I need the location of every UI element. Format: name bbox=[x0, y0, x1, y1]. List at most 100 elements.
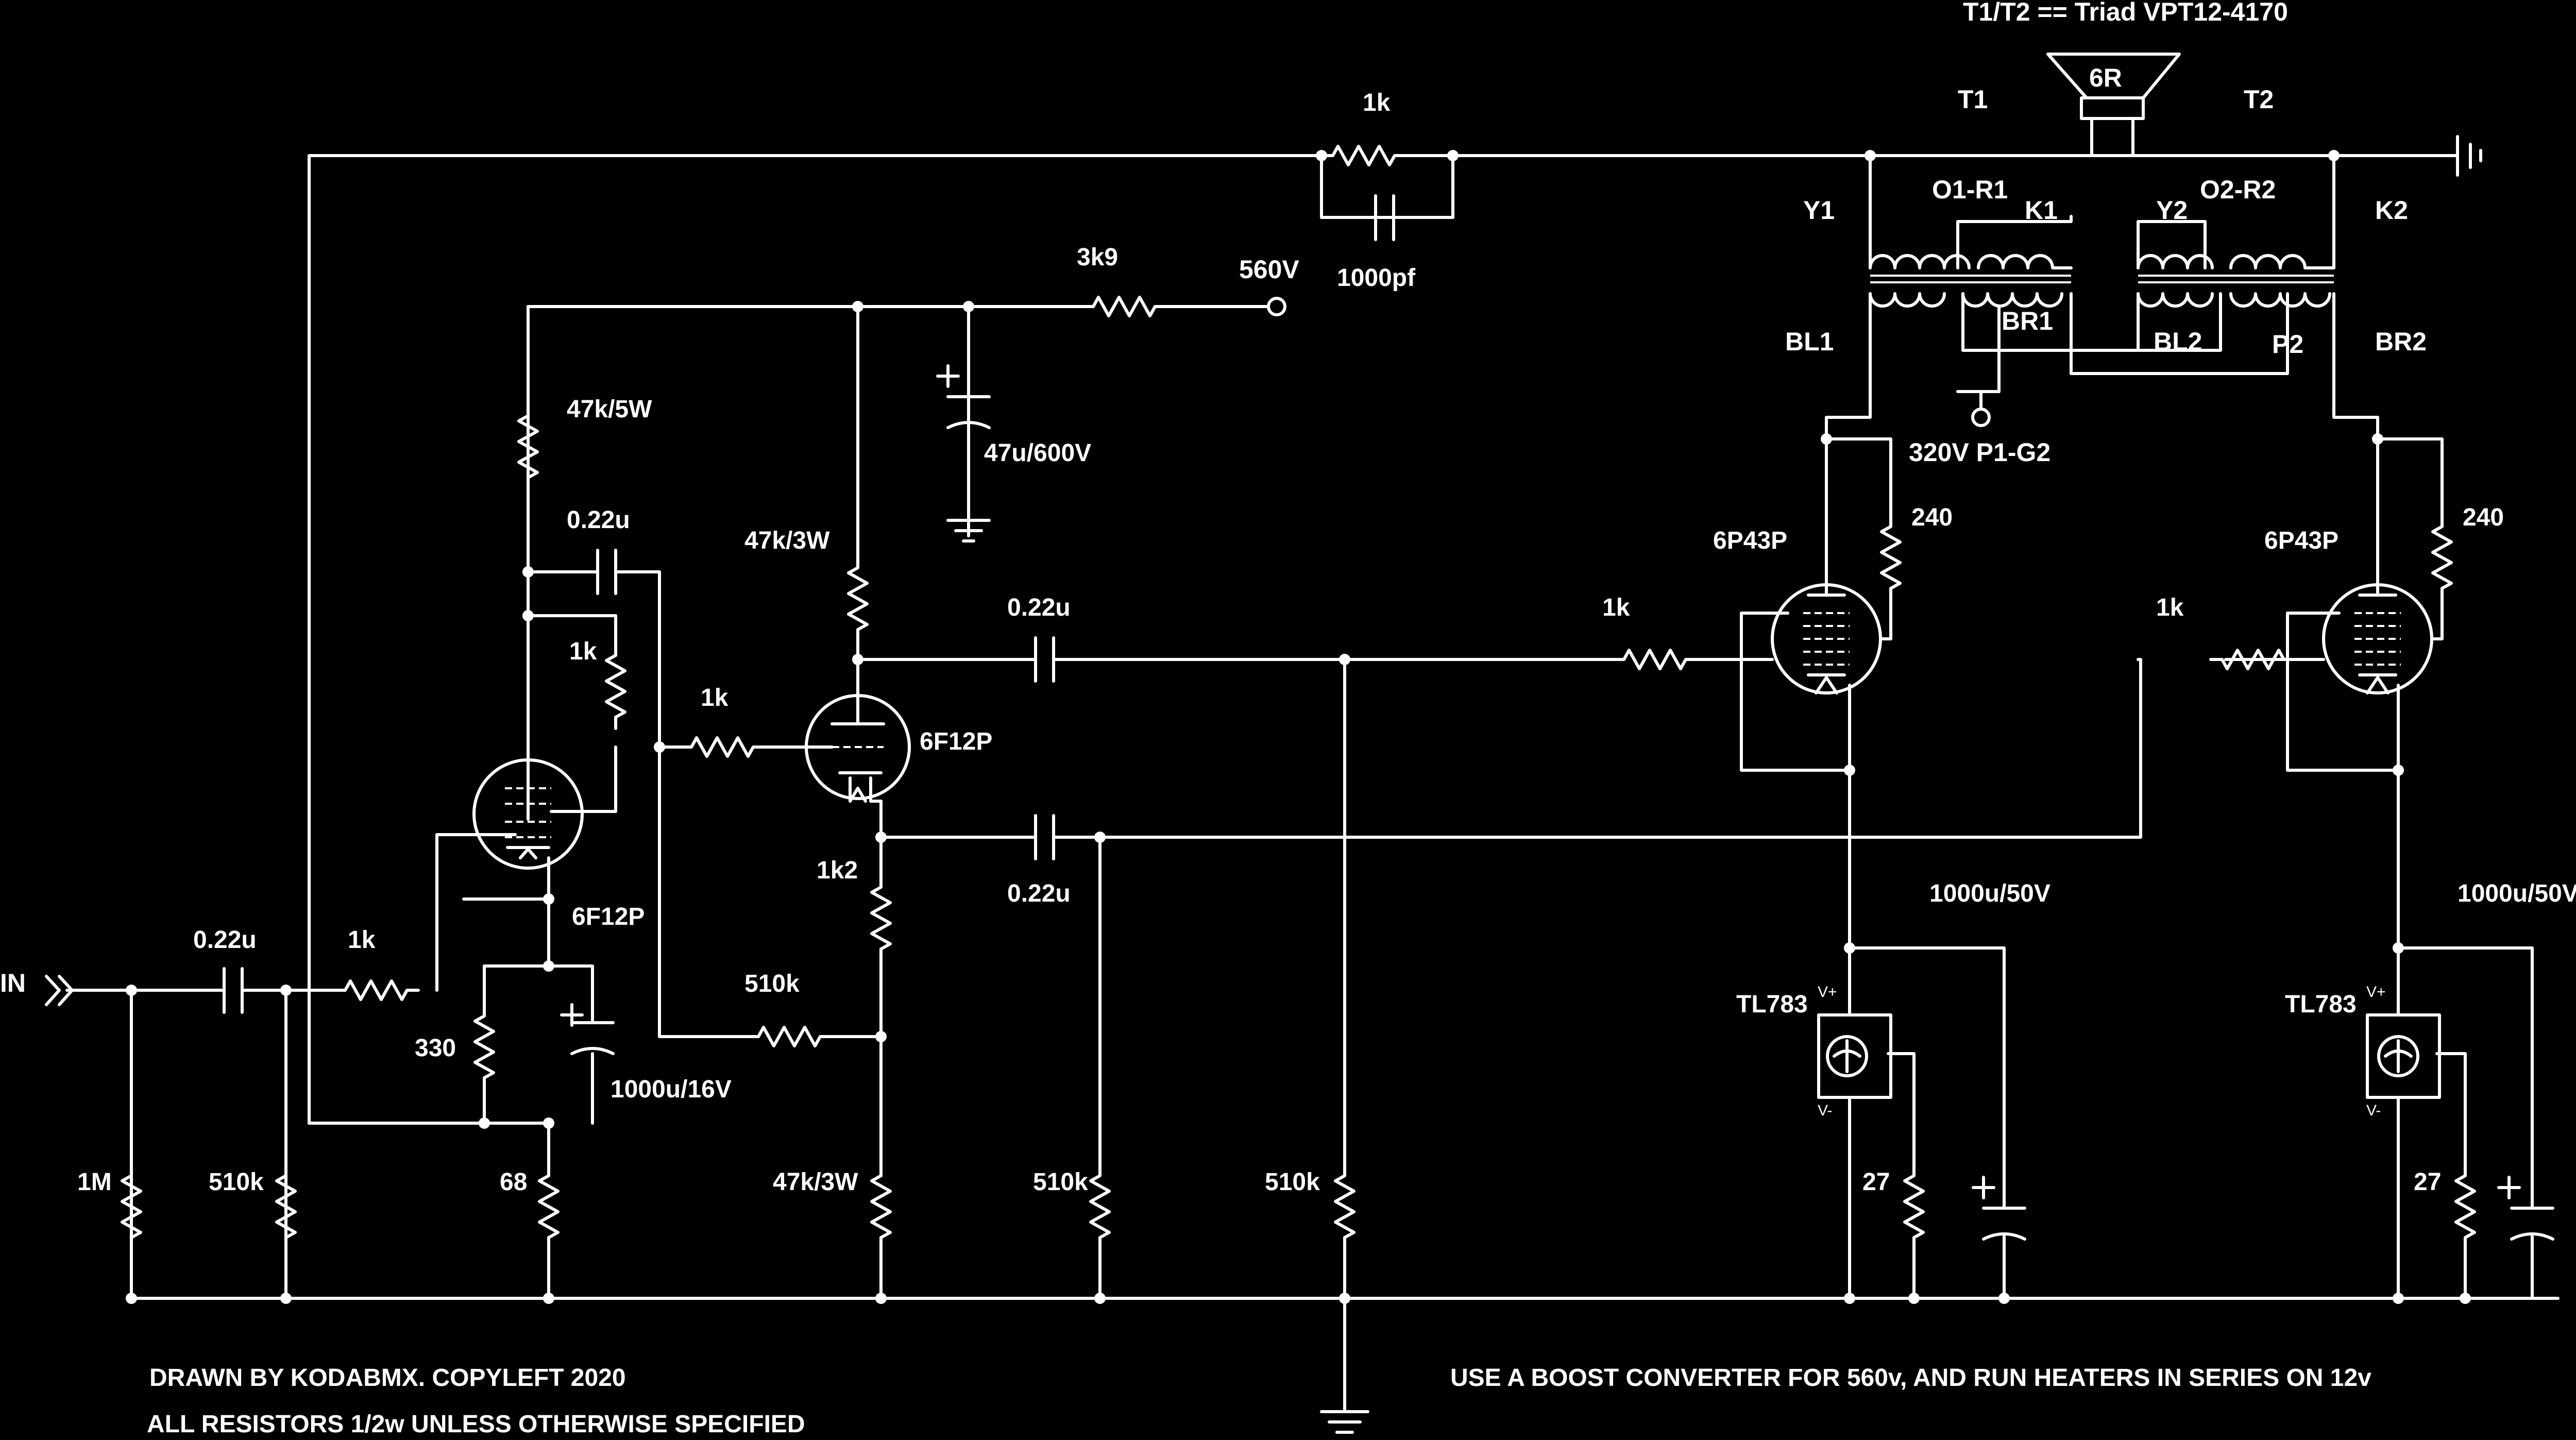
resistor-330 bbox=[475, 1005, 494, 1089]
cap-coupling1 bbox=[583, 549, 617, 595]
capacitors bbox=[220, 194, 2554, 1241]
resistor-1k-screen1 bbox=[606, 644, 625, 729]
wiring bbox=[65, 117, 2560, 1413]
p2-label: P2 bbox=[2272, 330, 2303, 359]
transformer-t2 bbox=[2137, 220, 2335, 352]
tube-v3 bbox=[1740, 583, 1882, 694]
u2-vminus: V- bbox=[2366, 1102, 2381, 1119]
resistor-510k-bias bbox=[747, 1027, 832, 1046]
cap-reg1 bbox=[1982, 1199, 2026, 1241]
cap-input bbox=[220, 967, 246, 1014]
tap-terminal bbox=[1971, 408, 1991, 427]
r-in1-label: 1M bbox=[77, 1168, 112, 1196]
t2-label: T2 bbox=[2244, 85, 2274, 114]
v4-label: 6P43P bbox=[2264, 527, 2338, 554]
speaker-label: 6R bbox=[2089, 63, 2122, 92]
title: T1/T2 == Triad VPT12-4170 bbox=[1963, 0, 2288, 26]
ground-icon bbox=[1320, 1410, 1369, 1434]
c-filter-label: 47u/600V bbox=[984, 439, 1091, 467]
resistor-47k-5w bbox=[519, 404, 537, 489]
br2-label: BR2 bbox=[2375, 327, 2427, 356]
c-in-label: 0.22u bbox=[193, 926, 257, 954]
resistor-note: ALL RESISTORS 1/2w UNLESS OTHERWISE SPEC… bbox=[147, 1411, 805, 1438]
c-fbk-label: 1000pf bbox=[1337, 264, 1416, 292]
c-k1-label: 1000u/16V bbox=[611, 1076, 732, 1103]
t1-label: T1 bbox=[1958, 85, 1988, 114]
cap-out2 bbox=[1026, 814, 1060, 860]
r-drop-label: 3k9 bbox=[1077, 244, 1118, 271]
resistor-3k9 bbox=[1082, 297, 1166, 316]
resistor-47k-3w-plate bbox=[849, 556, 867, 641]
resistor-1m bbox=[122, 1164, 141, 1249]
resistor-1k2 bbox=[872, 876, 890, 960]
resistor-68 bbox=[539, 1164, 558, 1249]
boost-note: USE A BOOST CONVERTER FOR 560v, AND RUN … bbox=[1450, 1364, 2371, 1392]
c-out2-label: 0.22u bbox=[1007, 880, 1071, 907]
bl2-label: BL2 bbox=[2154, 327, 2202, 356]
tap-label: 320V P1-G2 bbox=[1909, 438, 2050, 467]
r-reg1-label: 27 bbox=[1862, 1168, 1890, 1196]
resistor-1k-feedback bbox=[1321, 146, 1406, 165]
u1-label: TL783 bbox=[1736, 991, 1808, 1018]
r-in2-label: 510k bbox=[209, 1168, 264, 1196]
br1-label: BR1 bbox=[2002, 307, 2053, 335]
c-reg2-label: 1000u/50V bbox=[2458, 880, 2576, 907]
r-k2b-label: 47k/3W bbox=[773, 1168, 858, 1196]
c-reg1-label: 1000u/50V bbox=[1929, 880, 2050, 907]
junctions bbox=[126, 150, 2471, 1304]
r-scr1-label: 240 bbox=[1911, 504, 1953, 531]
v1-label: 6F12P bbox=[572, 903, 645, 930]
o2-label: O2-R2 bbox=[2200, 175, 2276, 204]
r-gs2-label: 1k bbox=[2156, 594, 2184, 621]
r-g3b-label: 510k bbox=[1265, 1168, 1320, 1196]
resistor-1k-grid1 bbox=[334, 981, 418, 999]
y1-label: Y1 bbox=[1803, 196, 1835, 225]
r-p1-label: 47k/5W bbox=[567, 396, 652, 423]
resistor-510k-g3a bbox=[1091, 1164, 1109, 1249]
input-arrow bbox=[45, 975, 74, 1006]
supply-label: 560V bbox=[1239, 255, 1299, 284]
r-grid1-label: 1k bbox=[348, 926, 376, 954]
c-out1-label: 0.22u bbox=[1007, 594, 1071, 621]
r-s1-label: 1k bbox=[569, 638, 597, 665]
tube-v1 bbox=[462, 751, 584, 870]
y2-label: Y2 bbox=[2156, 196, 2188, 225]
r-g2-label: 1k bbox=[701, 684, 728, 711]
v3-label: 6P43P bbox=[1713, 527, 1787, 554]
supply-terminal bbox=[1267, 297, 1286, 316]
u1-vminus: V- bbox=[1818, 1102, 1832, 1119]
r-k2-label: 1k2 bbox=[817, 857, 858, 884]
cap-feedback bbox=[1320, 194, 1454, 241]
u1-vplus: V+ bbox=[1818, 984, 1837, 1001]
o1-label: O1-R1 bbox=[1932, 175, 2008, 204]
resistor-510k-input bbox=[277, 1164, 295, 1249]
r-k1-label: 330 bbox=[415, 1035, 456, 1062]
resistor-240-a bbox=[1882, 515, 1900, 600]
r-scr2-label: 240 bbox=[2463, 504, 2504, 531]
r-fb-label: 68 bbox=[500, 1168, 527, 1196]
resistor-510k-g3b bbox=[1335, 1164, 1354, 1249]
drawn-by-note: DRAWN BY KODABMX. COPYLEFT 2020 bbox=[149, 1364, 626, 1392]
resistors bbox=[122, 146, 2475, 1249]
r-bias-label: 510k bbox=[744, 970, 800, 997]
regulator-u1 bbox=[1817, 1013, 1892, 1099]
u2-vplus: V+ bbox=[2366, 984, 2386, 1001]
transformer-t1 bbox=[1869, 246, 2073, 308]
u2-label: TL783 bbox=[2285, 991, 2357, 1018]
r-fbk-label: 1k bbox=[1363, 89, 1391, 116]
input-label: IN bbox=[0, 969, 26, 997]
regulator-u2 bbox=[2366, 1013, 2441, 1099]
cap-cathode-bypass bbox=[570, 1008, 615, 1068]
speaker-icon bbox=[2046, 53, 2181, 120]
resistor-27-a bbox=[1905, 1164, 1923, 1249]
plus-sign bbox=[560, 1003, 584, 1027]
c-c1-label: 0.22u bbox=[567, 506, 630, 534]
r-p2-label: 47k/3W bbox=[744, 527, 830, 554]
resistor-1k-gs2 bbox=[2211, 650, 2295, 669]
r-gs1-label: 1k bbox=[1602, 594, 1630, 621]
resistor-27-b bbox=[2456, 1164, 2475, 1249]
resistor-240-b bbox=[2433, 515, 2451, 600]
cap-reg2 bbox=[2510, 1199, 2554, 1241]
